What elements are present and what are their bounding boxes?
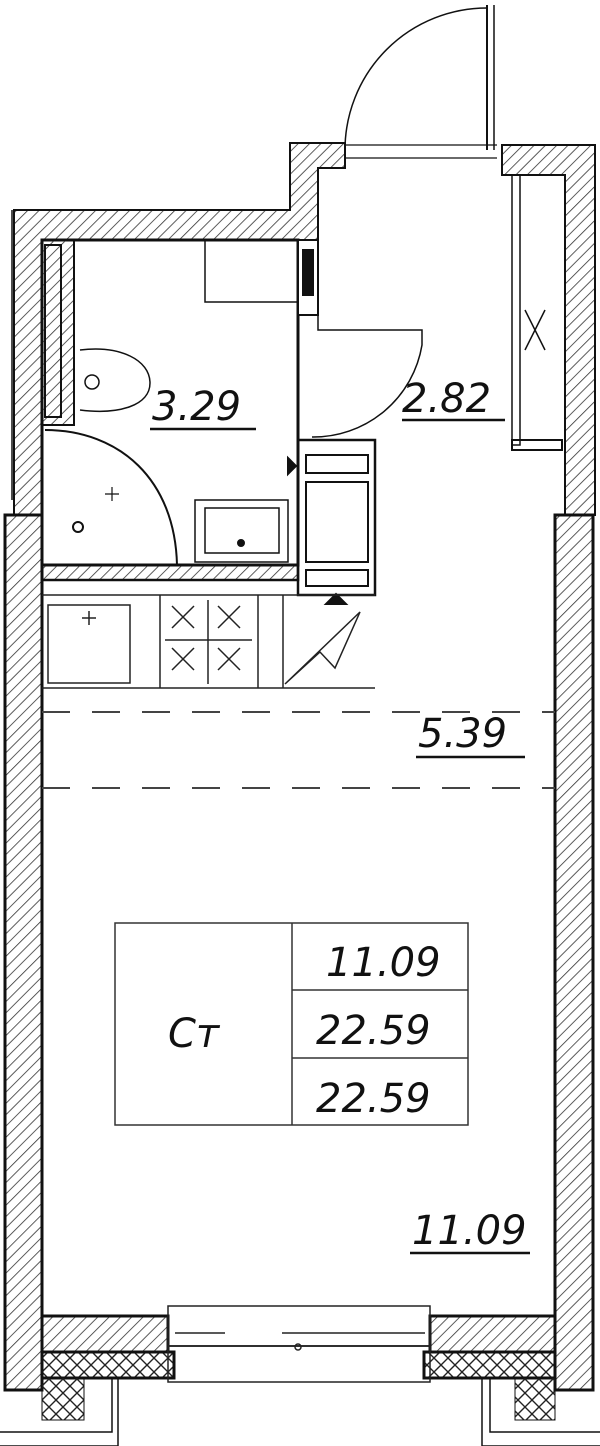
area-summary-table xyxy=(114,922,469,1126)
dishwasher xyxy=(284,611,361,685)
wardrobe xyxy=(511,174,563,451)
walls-main xyxy=(0,513,600,1446)
apartment-type-label: Ст xyxy=(168,1011,221,1057)
bathroom-area-label: 3.29 xyxy=(152,384,241,430)
living-area-label: 11.09 xyxy=(412,1208,527,1254)
kitchen-counter xyxy=(42,594,375,689)
table-total-area-with-balcony: 22.59 xyxy=(316,1076,431,1122)
table-total-area: 22.59 xyxy=(316,1008,431,1054)
kitchen-area-label: 5.39 xyxy=(418,711,507,757)
stove-burners xyxy=(165,600,252,684)
entrance-door[interactable] xyxy=(344,5,497,159)
zone-lines xyxy=(42,711,555,789)
bathroom xyxy=(40,238,319,582)
table-living-area: 11.09 xyxy=(326,940,441,986)
balcony-window xyxy=(167,1305,431,1383)
kitchen-sink xyxy=(47,604,131,684)
appliance-cabinet xyxy=(287,438,377,605)
walls-upper xyxy=(11,142,596,516)
hallway xyxy=(311,174,563,451)
hallway-area-label: 2.82 xyxy=(402,376,491,422)
